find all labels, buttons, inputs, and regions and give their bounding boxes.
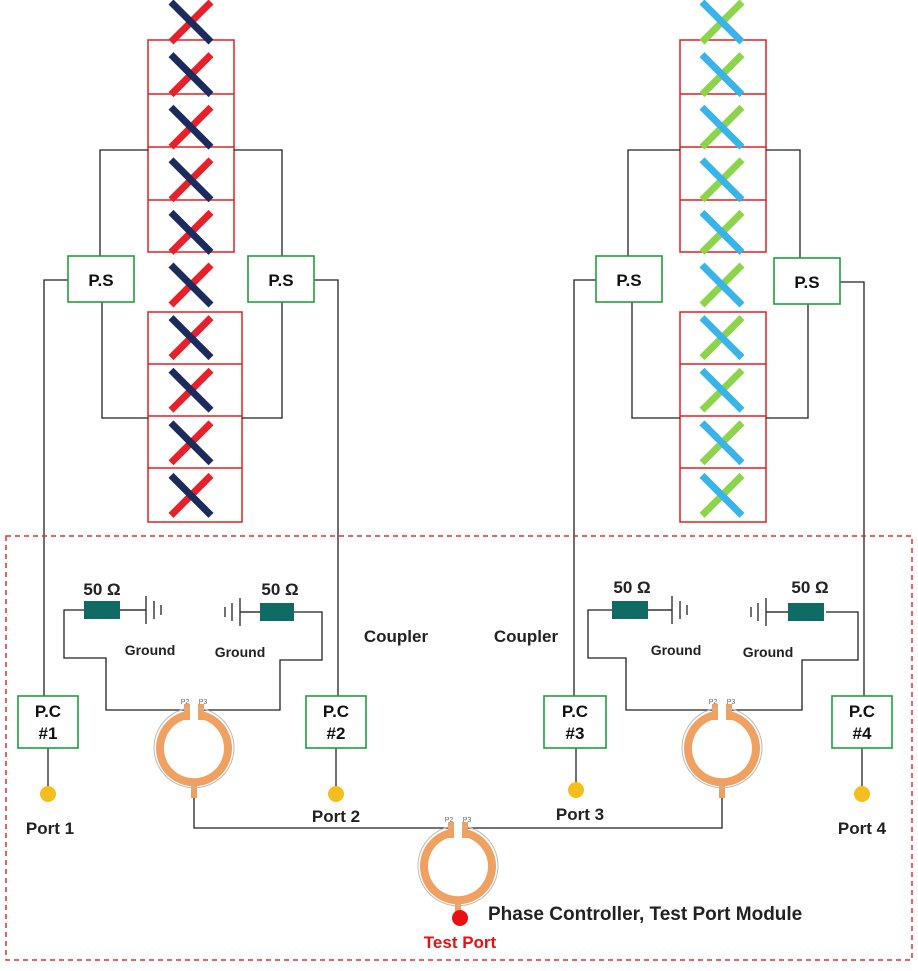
phase-controller-label: P.C [35, 702, 61, 721]
array-left-upper-frame [147, 39, 235, 253]
ground-symbol-3 [648, 596, 688, 624]
dipole-element-b [699, 0, 745, 45]
coupler-port-p3: P3 [727, 699, 736, 706]
coupler-left[interactable]: P2 P3 [153, 699, 235, 798]
dipole-element-b [168, 0, 214, 45]
phase-controller-1[interactable]: P.C #1 [17, 695, 79, 749]
dipole-element-b [699, 367, 745, 413]
ground-label: Ground [651, 642, 702, 658]
phase-shifter-right-1[interactable]: P.S [595, 255, 663, 303]
dipole-element-b [168, 367, 214, 413]
phase-controller-number: #4 [853, 724, 872, 743]
phase-shifter-label: P.S [268, 271, 293, 290]
port-label: Port 2 [312, 807, 360, 826]
resistor-label: 50 Ω [83, 580, 120, 599]
ground-label: Ground [125, 642, 176, 658]
antenna-array-right [679, 0, 767, 523]
resistor-4: 50 Ω [788, 578, 829, 621]
test-port-label: Test Port [424, 933, 497, 952]
coupler-port-p3: P3 [199, 699, 208, 706]
coupler-port-p2: P2 [181, 699, 190, 706]
phase-controller-2[interactable]: P.C #2 [305, 695, 367, 749]
phase-shifter-left-1[interactable]: P.S [67, 255, 135, 303]
port-label: Port 4 [838, 819, 887, 838]
module-border [5, 535, 913, 961]
phase-controller-label: P.C [562, 702, 588, 721]
ground-symbol-4 [750, 598, 788, 626]
dipole-element-b [168, 157, 214, 203]
dipole-element-b [699, 472, 745, 518]
resistor-label: 50 Ω [261, 580, 298, 599]
dipole-element-b [699, 104, 745, 150]
test-port[interactable]: Test Port [424, 910, 497, 952]
coupler-test[interactable]: P2 P3 [417, 817, 499, 916]
coupler-port-p3: P3 [463, 817, 472, 824]
dipole-element-b [699, 52, 745, 98]
resistor-label: 50 Ω [613, 578, 650, 597]
module-title: Phase Controller, Test Port Module [488, 904, 802, 925]
coupler-label-right: Coupler [494, 627, 559, 646]
ground-label: Ground [215, 644, 266, 660]
dipole-element-b [699, 209, 745, 255]
port-3[interactable]: Port 3 [556, 782, 604, 824]
antenna-array-left [147, 0, 243, 523]
dipole-element-b [168, 104, 214, 150]
dipole-element-b [699, 157, 745, 203]
dipole-element-b [699, 262, 745, 308]
phase-shifter-label: P.S [616, 271, 641, 290]
dipole-element-b [168, 420, 214, 466]
dipoles-left [168, 0, 214, 518]
dipoles-right [699, 0, 745, 518]
phase-controller-number: #2 [327, 724, 346, 743]
resistor-1: 50 Ω [83, 580, 121, 619]
phase-controller-4[interactable]: P.C #4 [831, 695, 893, 749]
dipole-element-b [168, 209, 214, 255]
phase-controller-label: P.C [323, 702, 349, 721]
port-4[interactable]: Port 4 [838, 786, 887, 838]
dipole-element-b [699, 315, 745, 361]
port-2[interactable]: Port 2 [312, 786, 360, 826]
resistor-label: 50 Ω [791, 578, 828, 597]
array-right-lower-frame [679, 311, 767, 523]
dipole-element-b [168, 262, 214, 308]
coupler-right[interactable]: P2 P3 [681, 699, 763, 798]
dipole-element-b [699, 420, 745, 466]
phase-controller-3[interactable]: P.C #3 [543, 695, 607, 749]
ground-label: Ground [743, 644, 794, 660]
phase-shifter-label: P.S [88, 271, 113, 290]
coupler-label-left: Coupler [364, 627, 429, 646]
phase-shifter-left-2[interactable]: P.S [247, 255, 315, 303]
array-left-lower-frame [147, 311, 243, 523]
resistor-3: 50 Ω [612, 578, 651, 619]
coupler-port-p2: P2 [709, 699, 718, 706]
coupler-port-p2: P2 [445, 817, 454, 824]
phase-shifter-right-2[interactable]: P.S [773, 257, 841, 305]
dipole-element-b [168, 315, 214, 361]
dipole-element-b [168, 52, 214, 98]
phase-shifter-label: P.S [794, 273, 819, 292]
port-label: Port 3 [556, 805, 604, 824]
resistor-2: 50 Ω [260, 580, 299, 621]
phase-controller-number: #1 [39, 724, 58, 743]
dipole-element-b [168, 472, 214, 518]
port-1[interactable]: Port 1 [26, 786, 74, 838]
ground-symbol-1 [120, 596, 162, 624]
array-right-upper-frame [679, 39, 767, 253]
phase-controller-number: #3 [566, 724, 585, 743]
phase-controller-label: P.C [849, 702, 875, 721]
port-label: Port 1 [26, 819, 74, 838]
feed-wiring [43, 149, 865, 829]
ground-symbol-2 [224, 598, 260, 626]
